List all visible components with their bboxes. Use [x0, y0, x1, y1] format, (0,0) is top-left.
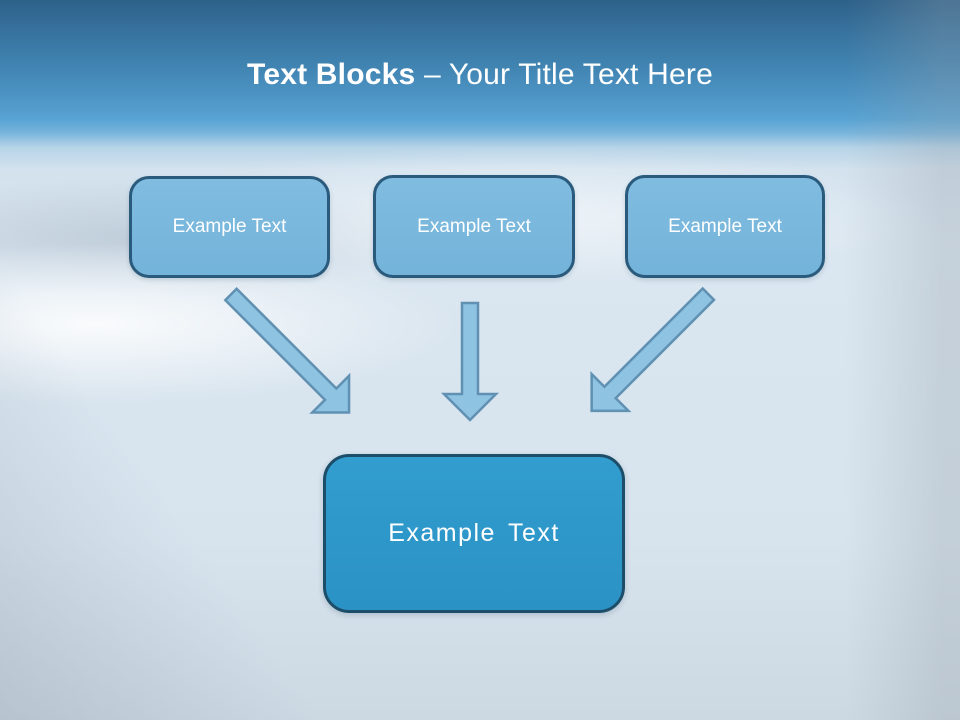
source-text-block-3: Example Text: [625, 175, 825, 278]
source-text-block-2-label: Example Text: [417, 215, 531, 237]
target-text-block-label: Example Text: [388, 519, 560, 547]
target-text-block: Example Text: [323, 454, 625, 613]
down-right-arrow-icon: [223, 287, 351, 414]
source-text-block-1-label: Example Text: [172, 216, 287, 237]
slide-title-bold: Text Blocks: [247, 58, 416, 91]
source-text-block-1: Example Text: [129, 176, 330, 278]
source-text-block-2: Example Text: [373, 175, 575, 278]
source-text-block-3-label: Example Text: [668, 215, 782, 237]
slide-title: Text Blocks – Your Title Text Here: [0, 56, 960, 94]
slide-title-regular: – Your Title Text Here: [423, 58, 713, 91]
down-arrow-icon: [440, 301, 500, 422]
down-left-arrow-icon: [590, 286, 716, 413]
